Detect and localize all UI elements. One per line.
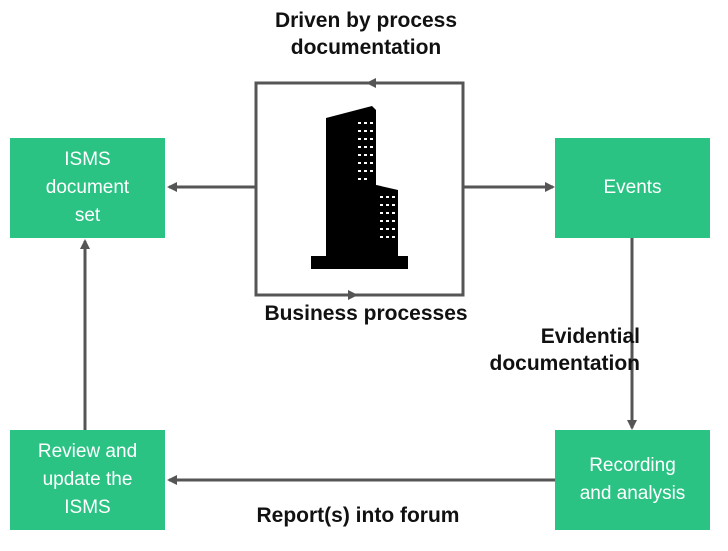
label-center: Business processes [264, 302, 468, 325]
label-top: Driven by process documentation [274, 9, 458, 59]
node-events: Events [555, 138, 710, 238]
node-isms-document-set-label: ISMS document set [45, 149, 130, 226]
office-building-icon [311, 106, 408, 269]
business-process-frame [254, 81, 465, 297]
frame-top-arrowhead [366, 78, 376, 88]
node-review-update-label: Review and update the ISMS [37, 441, 138, 518]
label-bottom: Report(s) into forum [256, 504, 460, 527]
node-review-update: Review and update the ISMS [10, 430, 165, 530]
frame-bottom-arrowhead [348, 290, 358, 300]
label-right: Evidential documentation [489, 325, 641, 375]
node-isms-document-set: ISMS document set [10, 138, 165, 238]
node-recording-analysis-label: Recording and analysis [579, 455, 686, 504]
node-events-label: Events [603, 177, 662, 198]
node-recording-analysis: Recording and analysis [555, 430, 710, 530]
